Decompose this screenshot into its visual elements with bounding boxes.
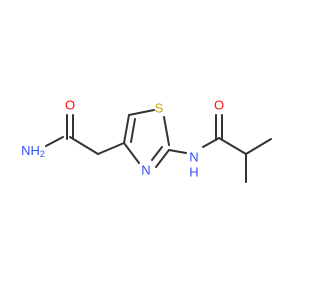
bond-s-c2 — [163, 116, 170, 146]
bonds — [45, 109, 272, 183]
molecule-structure: NH2 O S N N H O — [21, 98, 272, 183]
bond-c4-n3 — [123, 142, 140, 164]
bond-c5-s — [128, 109, 155, 116]
bond-ch-methyl-1 — [245, 138, 272, 155]
bond-c2-nh — [168, 149, 187, 154]
atom-h-link: H — [189, 165, 198, 180]
bond-ch2-c4 — [97, 142, 125, 155]
bond-n-c-amide — [45, 136, 64, 147]
bond-c-ch — [218, 137, 247, 155]
bond-c4-c5-2 — [130, 118, 136, 143]
atom-nh2: NH2 — [21, 143, 45, 160]
atom-o-amide: O — [65, 98, 75, 113]
atom-s-ring: S — [155, 101, 164, 116]
bond-n3-c2-1 — [155, 149, 170, 168]
bond-c4-c5-1 — [123, 114, 130, 144]
atom-n-link: N — [189, 150, 198, 165]
atom-n-ring: N — [141, 163, 150, 178]
atom-labels: NH2 O S N N H O — [21, 98, 224, 180]
bond-n3-c2-2 — [151, 146, 163, 161]
atom-o-isobutyl: O — [214, 98, 224, 113]
bond-c-ch2 — [69, 136, 99, 155]
